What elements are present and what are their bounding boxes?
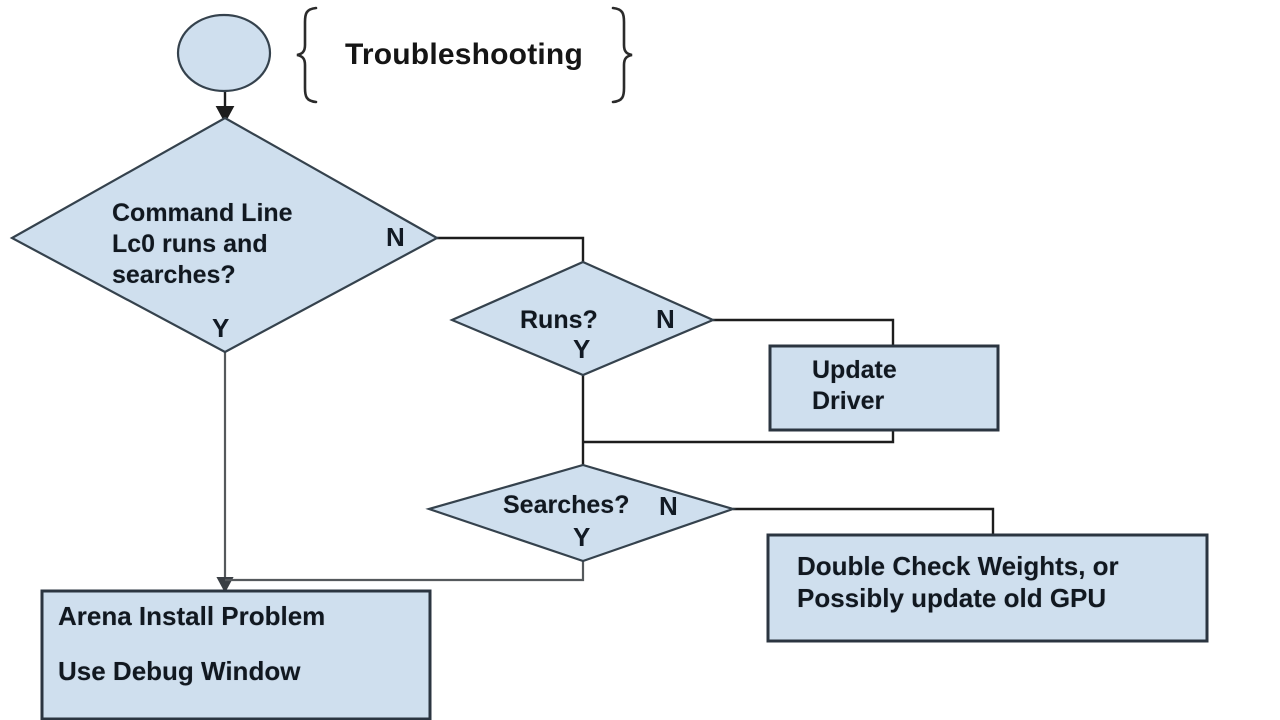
decision-command-line-yes-label: Y xyxy=(212,313,230,343)
decision-runs[interactable] xyxy=(449,260,716,377)
edge-runs-no-to-update-driver xyxy=(713,318,895,346)
decision-searches-no-label: N xyxy=(659,491,678,521)
process-update-driver[interactable] xyxy=(768,344,1000,432)
brace-left-icon xyxy=(296,6,318,104)
edge-searches-no-to-weights xyxy=(733,507,995,535)
decision-runs-yes-label: Y xyxy=(573,334,591,364)
decision-searches[interactable] xyxy=(425,463,737,563)
edge-command-line-no-to-runs xyxy=(437,236,585,262)
process-arena-install[interactable] xyxy=(40,589,432,720)
edge-searches-yes-to-arena xyxy=(225,553,585,582)
process-double-check-weights[interactable] xyxy=(766,533,1209,643)
decision-searches-yes-label: Y xyxy=(573,522,591,552)
brace-right-icon xyxy=(611,6,633,104)
decision-runs-no-label: N xyxy=(656,304,675,334)
start-ellipse[interactable] xyxy=(176,13,272,93)
diagram-title: Troubleshooting xyxy=(345,38,583,71)
decision-command-line[interactable] xyxy=(9,116,440,354)
edge-update-driver-to-trunk xyxy=(583,430,895,444)
decision-command-line-no-label: N xyxy=(386,222,405,252)
